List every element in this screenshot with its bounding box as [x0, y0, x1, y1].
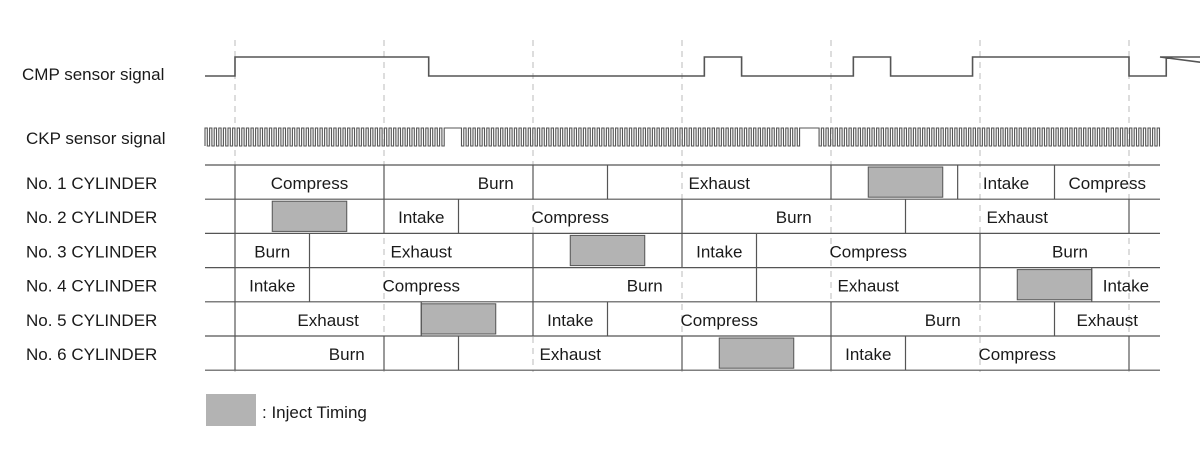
cylinder-row: No. 1 CYLINDER Compress Burn Exhaust Intake C… — [26, 164, 1160, 200]
phase-label: Exhaust — [540, 345, 602, 364]
phase-label: Intake — [845, 345, 891, 364]
cylinder-label: No. 5 CYLINDER — [26, 311, 157, 330]
cmp-waveform — [205, 56, 1200, 77]
cylinder-row: No. 4 CYLINDER Intake Compress Burn Exhaust I… — [26, 267, 1160, 302]
phase-label: Burn — [254, 242, 290, 261]
phase-label: Exhaust — [689, 174, 751, 193]
phase-label: Intake — [1103, 277, 1149, 296]
inject-timing-box — [718, 337, 795, 369]
phase-label: Compress — [830, 242, 907, 261]
cylinder-label: No. 2 CYLINDER — [26, 208, 157, 227]
cylinder-row: No. 2 CYLINDER Intake Compress Burn Exhaust — [26, 198, 1160, 234]
phase-label: Compress — [383, 277, 460, 296]
cylinder-row: No. 3 CYLINDER Burn Exhaust Intake Compress B… — [26, 232, 1160, 268]
inject-timing-box — [867, 166, 944, 198]
phase-label: Compress — [532, 208, 609, 227]
phase-label: Burn — [627, 277, 663, 296]
phase-label: Burn — [478, 174, 514, 193]
phase-label: Exhaust — [987, 208, 1049, 227]
cylinder-label: No. 1 CYLINDER — [26, 174, 157, 193]
legend-inject-label: : Inject Timing — [262, 403, 367, 422]
ckp-signal-label: CKP sensor signal — [26, 129, 166, 148]
legend-inject-swatch — [206, 394, 256, 426]
phase-label: Compress — [979, 345, 1056, 364]
timing-guide-lines — [234, 40, 1130, 372]
ckp-waveform — [204, 127, 1161, 147]
phase-label: Exhaust — [838, 277, 900, 296]
phase-label: Intake — [547, 311, 593, 330]
phase-label: Burn — [776, 208, 812, 227]
cylinder-label: No. 3 CYLINDER — [26, 242, 157, 261]
phase-label: Compress — [1069, 174, 1146, 193]
phase-label: Burn — [925, 311, 961, 330]
cmp-signal-label: CMP sensor signal — [22, 65, 164, 84]
inject-timing-box — [1016, 269, 1093, 301]
phase-label: Intake — [249, 277, 295, 296]
cylinder-label: No. 4 CYLINDER — [26, 277, 157, 296]
phase-label: Intake — [696, 242, 742, 261]
cylinder-row: No. 6 CYLINDER Burn Exhaust Intake Compress — [26, 335, 1160, 371]
phase-label: Intake — [398, 208, 444, 227]
inject-timing-box — [271, 200, 348, 232]
cylinder-row: No. 5 CYLINDER Exhaust Intake Compress Burn E… — [26, 301, 1160, 336]
phase-label: Burn — [329, 345, 365, 364]
inject-timing-box — [569, 234, 646, 267]
phase-label: Burn — [1052, 242, 1088, 261]
phase-label: Compress — [681, 311, 758, 330]
cylinder-label: No. 6 CYLINDER — [26, 345, 157, 364]
phase-label: Exhaust — [297, 311, 359, 330]
legend: : Inject Timing — [206, 394, 367, 426]
phase-label: Intake — [983, 174, 1029, 193]
phase-label: Exhaust — [1077, 311, 1139, 330]
inject-timing-box — [420, 303, 497, 335]
phase-label: Compress — [271, 174, 348, 193]
phase-label: Exhaust — [391, 242, 453, 261]
